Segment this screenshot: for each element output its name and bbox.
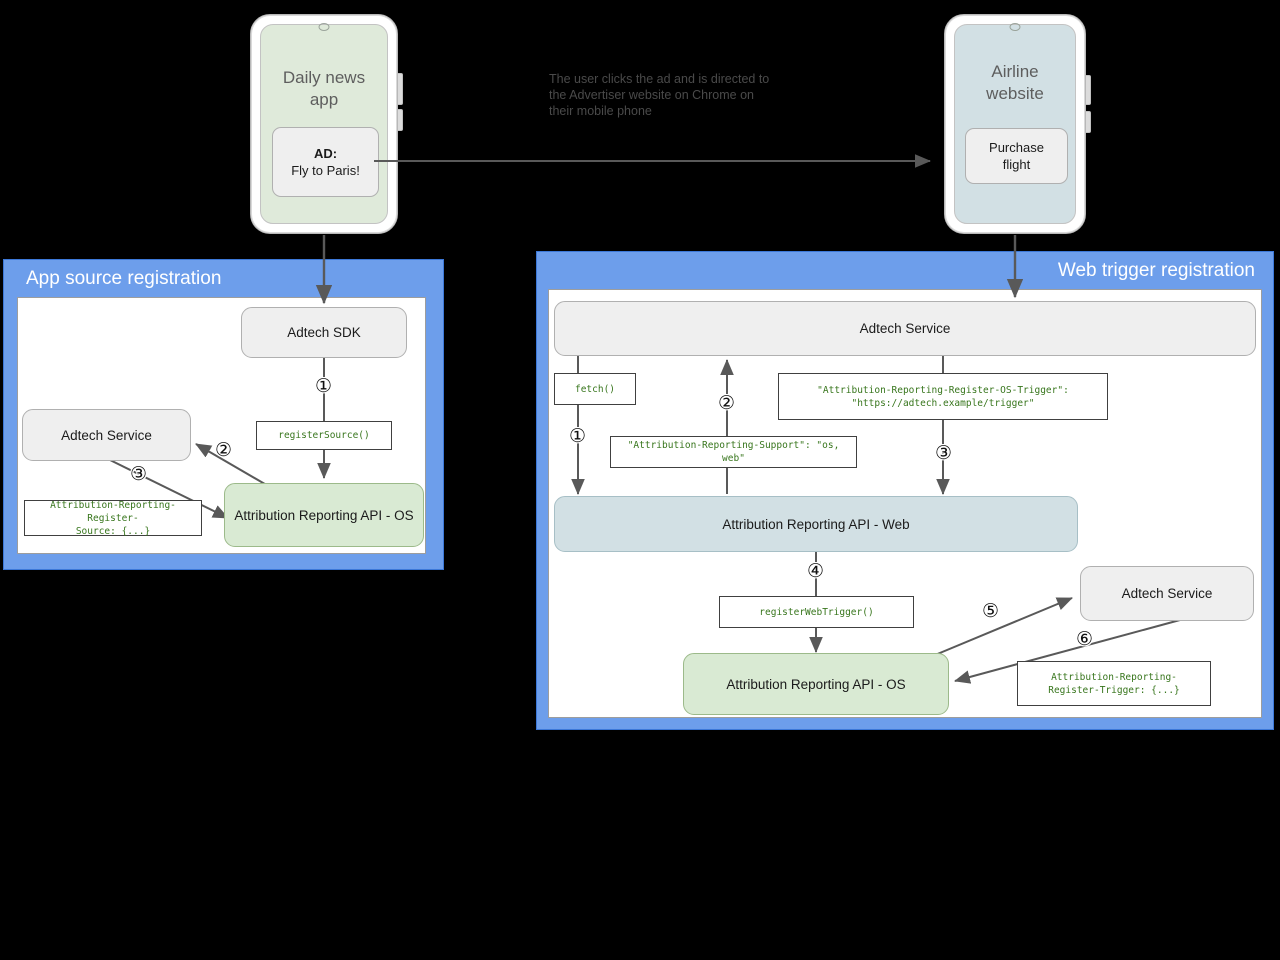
phone-airline-website: Airline website Purchase flight — [944, 14, 1091, 234]
step-badge-web-2: ② — [718, 392, 736, 414]
step-badge-app-1: ① — [315, 375, 333, 397]
phone-volume-button-icon — [398, 73, 403, 105]
purchase-flight-line2: flight — [1002, 157, 1031, 172]
codebox-register-source-header: Attribution-Reporting-Register- Source: … — [24, 500, 202, 537]
codebox-register-source: registerSource() — [256, 421, 392, 450]
step-badge-web-1: ① — [569, 425, 587, 447]
step-badge-web-6: ⑥ — [1076, 628, 1094, 650]
codebox-register-web-trigger: registerWebTrigger() — [719, 596, 914, 628]
node-ar-api-os-app-panel[interactable]: Attribution Reporting API - OS — [224, 483, 424, 547]
phone-volume-button-icon — [1086, 75, 1091, 105]
step-badge-app-2: ② — [215, 439, 233, 461]
codebox-os-trigger-header: "Attribution-Reporting-Register-OS-Trigg… — [778, 373, 1108, 420]
step-badge-web-4: ④ — [807, 560, 825, 582]
panel-app-source-title: App source registration — [26, 268, 222, 289]
node-adtech-service-app-panel[interactable]: Adtech Service — [22, 409, 191, 461]
codebox-fetch: fetch() — [554, 373, 636, 405]
ad-card-label: AD: — [313, 146, 338, 161]
phone-power-button-icon — [1086, 111, 1091, 133]
node-ar-api-os-web-panel[interactable]: Attribution Reporting API - OS — [683, 653, 949, 715]
ad-card-text: Fly to Paris! — [291, 163, 360, 178]
step-badge-web-5: ⑤ — [982, 600, 1000, 622]
ad-card[interactable]: AD: Fly to Paris! — [272, 127, 379, 197]
phone-right-title: Airline website — [986, 62, 1044, 103]
step-badge-web-3: ③ — [935, 442, 953, 464]
codebox-register-trigger-header: Attribution-Reporting- Register-Trigger:… — [1017, 661, 1211, 706]
annotation-click-flow: The user clicks the ad and is directed t… — [549, 72, 770, 118]
panel-web-trigger-title: Web trigger registration — [1057, 260, 1255, 281]
node-adtech-service-web-top[interactable]: Adtech Service — [554, 301, 1256, 356]
phone-camera-icon — [318, 23, 330, 31]
phone-screen-right — [954, 24, 1076, 224]
phone-left-title: Daily news app — [282, 68, 366, 109]
node-adtech-service-web-bottom[interactable]: Adtech Service — [1080, 566, 1254, 621]
purchase-flight-card[interactable]: Purchase flight — [965, 128, 1068, 184]
node-ar-api-web[interactable]: Attribution Reporting API - Web — [554, 496, 1078, 552]
phone-power-button-icon — [398, 109, 403, 131]
step-badge-app-3: ③ — [130, 463, 148, 485]
codebox-support-header: "Attribution-Reporting-Support": "os, we… — [610, 436, 857, 468]
phone-daily-news-app: Daily news app AD: Fly to Paris! — [250, 14, 403, 234]
purchase-flight-line1: Purchase — [989, 140, 1044, 155]
node-adtech-sdk[interactable]: Adtech SDK — [241, 307, 407, 358]
phone-camera-icon — [1009, 23, 1021, 31]
